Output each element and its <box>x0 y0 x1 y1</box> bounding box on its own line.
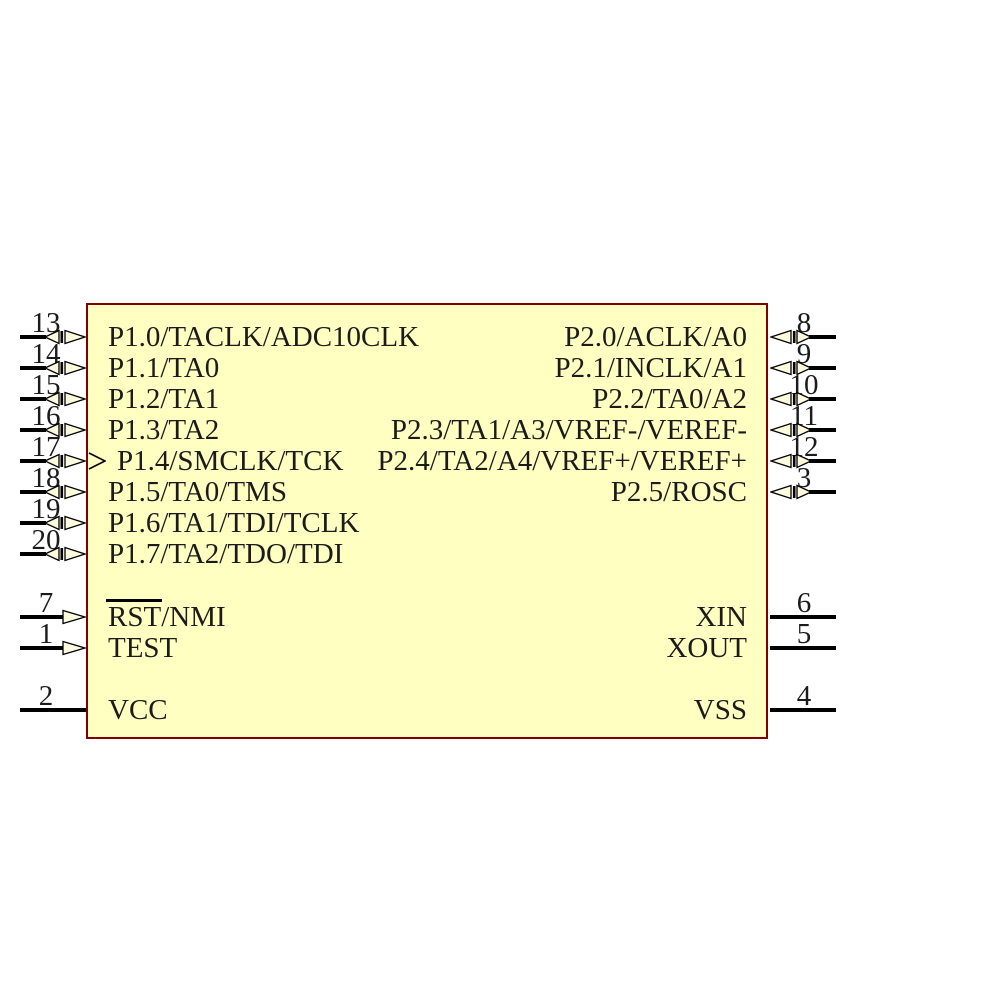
pin-number: 4 <box>796 680 812 712</box>
pin-label: P1.2/TA1 <box>108 383 220 415</box>
pin-number: 1 <box>38 618 54 650</box>
bidirectional-arrow-icon <box>44 546 86 562</box>
pin-wire <box>20 397 46 401</box>
pin-label: P1.3/TA2 <box>108 414 220 446</box>
pin-label: P2.2/TA0/A2 <box>592 383 747 415</box>
pin-label: P1.4/SMCLK/TCK <box>117 445 344 477</box>
pin-wire <box>20 615 64 619</box>
pin-wire <box>20 521 46 525</box>
pin-label: VCC <box>108 694 168 726</box>
pin-wire <box>20 335 46 339</box>
pin-label: P2.3/TA1/A3/VREF-/VEREF- <box>390 414 747 446</box>
pin-wire <box>20 490 46 494</box>
pin-label: VSS <box>693 694 747 726</box>
pin-wire <box>20 646 64 650</box>
pin-wire <box>20 552 46 556</box>
bidirectional-arrow-icon <box>44 329 86 345</box>
bidirectional-arrow-icon <box>770 484 812 500</box>
pin-wire <box>770 615 836 619</box>
pin-wire <box>809 459 836 463</box>
pin-wire <box>809 366 836 370</box>
pin-wire <box>809 397 836 401</box>
pin-number: 5 <box>796 618 812 650</box>
pin-wire <box>809 490 836 494</box>
pin-label: P1.1/TA0 <box>108 352 220 384</box>
pin-label: P2.1/INCLK/A1 <box>554 352 747 384</box>
pin-label: P1.7/TA2/TDO/TDI <box>108 538 344 570</box>
clock-marker-icon <box>88 452 106 470</box>
bidirectional-arrow-icon <box>770 422 812 438</box>
pin-label: P1.6/TA1/TDI/TCLK <box>108 507 360 539</box>
pin-number: 9 <box>796 338 812 370</box>
pin-wire <box>20 428 46 432</box>
chip-body[interactable] <box>86 303 768 739</box>
bidirectional-arrow-icon <box>44 422 86 438</box>
pin-label: P1.0/TACLK/ADC10CLK <box>108 321 420 353</box>
bidirectional-arrow-icon <box>44 391 86 407</box>
pin-label: P2.0/ACLK/A0 <box>564 321 747 353</box>
pin-wire <box>20 366 46 370</box>
pin-number: 2 <box>38 680 54 712</box>
pin-label: TEST <box>108 632 178 664</box>
pin-number: 3 <box>796 462 812 494</box>
pin-wire <box>809 335 836 339</box>
bidirectional-arrow-icon <box>770 391 812 407</box>
bidirectional-arrow-icon <box>44 360 86 376</box>
pin-wire <box>20 459 46 463</box>
pin-label: P2.5/ROSC <box>610 476 747 508</box>
bidirectional-arrow-icon <box>44 484 86 500</box>
pin-wire <box>770 646 836 650</box>
input-arrow-icon <box>62 609 86 625</box>
pin-wire <box>20 708 86 712</box>
pin-number: 7 <box>38 587 54 619</box>
pin-label: XIN <box>695 601 747 633</box>
bidirectional-arrow-icon <box>770 360 812 376</box>
pin-label-overlined: RST <box>105 599 163 633</box>
bidirectional-arrow-icon <box>44 515 86 531</box>
pin-wire <box>809 428 836 432</box>
input-arrow-icon <box>62 640 86 656</box>
pin-label: XOUT <box>666 632 747 664</box>
pin-number: 8 <box>796 307 812 339</box>
bidirectional-arrow-icon <box>44 453 86 469</box>
bidirectional-arrow-icon <box>770 329 812 345</box>
pin-wire <box>770 708 836 712</box>
pin-label-rest: /NMI <box>161 601 226 633</box>
pin-label: P1.5/TA0/TMS <box>108 476 287 508</box>
bidirectional-arrow-icon <box>770 453 812 469</box>
pin-label: P2.4/TA2/A4/VREF+/VEREF+ <box>377 445 747 477</box>
pin-number: 6 <box>796 587 812 619</box>
pin-label: RST/NMI <box>105 599 226 633</box>
